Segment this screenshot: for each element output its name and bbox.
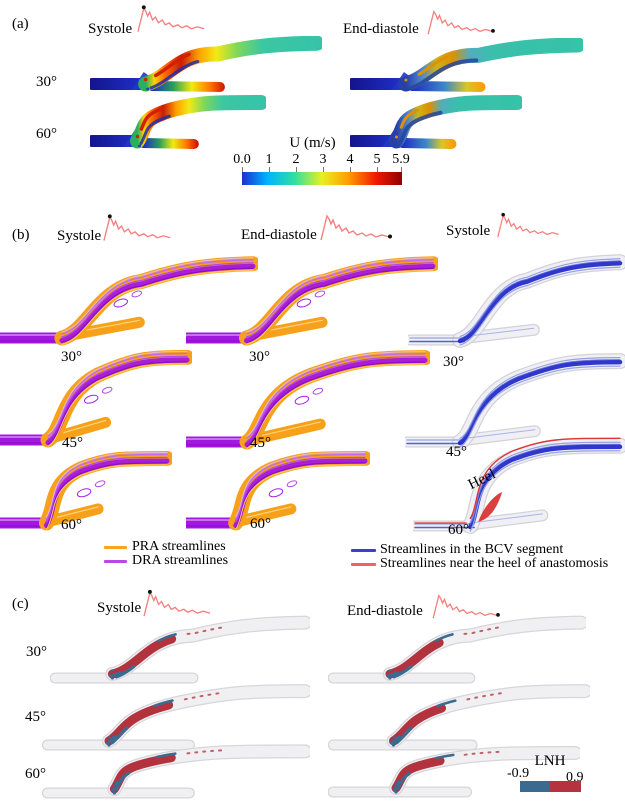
enddiastole-waveform-icon: [432, 594, 500, 619]
velocity-map-enddiastole-30: [350, 38, 583, 92]
bcv-streamlines-60: [413, 437, 625, 534]
panel-c-angle-label: 60°: [25, 766, 46, 782]
velocity-colorbar: [242, 172, 402, 185]
panel-b-header-enddiastole: End-diastole: [241, 227, 317, 243]
panel-b-header-systole-1: Systole: [57, 228, 102, 244]
lnh-colorbar: [520, 781, 581, 792]
velocity-map-systole-60: [90, 95, 266, 149]
lnh-map-systole-30: [50, 615, 310, 684]
colorbar-tick: 4: [346, 152, 354, 167]
panel-b-label: (b): [12, 227, 30, 243]
tick-mark: [323, 167, 324, 172]
colorbar-tick: 1: [265, 152, 273, 167]
streamlines-systole-60: [0, 450, 172, 531]
systole-waveform-icon: [103, 214, 171, 241]
colorbar-tick: 2: [292, 152, 300, 167]
legend-label-heel: Streamlines near the heel of anastomosis: [380, 556, 609, 571]
streamlines-enddiastole-60: [186, 450, 370, 531]
panel-b-angle-label: 60°: [250, 516, 271, 532]
lnh-map-enddiastole-45: [328, 684, 590, 751]
colorbar-tick: 5.9: [392, 152, 410, 167]
lnh-map-enddiastole-60: [328, 746, 580, 798]
bcv-streamlines-45: [405, 353, 625, 450]
lnh-map-systole-45: [42, 684, 310, 751]
panel-c-header-enddiastole: End-diastole: [347, 603, 423, 619]
panel-a-row-60: 60°: [36, 126, 57, 142]
legend-swatch-dra: [104, 560, 127, 563]
lnh-colorbar-negative: [520, 781, 550, 792]
panel-a-header-systole: Systole: [88, 21, 133, 37]
enddiastole-waveform-icon: [427, 10, 495, 35]
lnh-min-label: -0.9: [507, 766, 530, 781]
panel-b-angle-label: 60°: [448, 522, 469, 538]
velocity-colorbar-title: U (m/s): [289, 135, 336, 151]
bcv-streamlines-30: [408, 254, 625, 348]
lnh-map-systole-60: [42, 744, 310, 799]
panel-b-angle-label: 30°: [249, 349, 270, 365]
lnh-colorbar-title: LNH: [534, 753, 566, 769]
streamlines-enddiastole-45: [186, 350, 430, 450]
panel-b-header-systole-2: Systole: [446, 223, 491, 239]
streamlines-systole-30: [0, 256, 258, 346]
panel-b-angle-label: 45°: [250, 435, 271, 451]
legend-swatch-heel: [351, 563, 376, 566]
panel-c-header-systole: Systole: [97, 600, 142, 616]
panel-b-angle-label: 45°: [62, 435, 83, 451]
streamlines-enddiastole-30: [186, 256, 438, 346]
legend-label-pra: PRA streamlines: [132, 539, 226, 554]
velocity-map-enddiastole-60: [350, 95, 522, 149]
panel-c-label: (c): [12, 596, 29, 612]
tick-mark: [401, 167, 402, 172]
velocity-map-systole-30: [90, 36, 322, 92]
tick-mark: [269, 167, 270, 172]
tick-mark: [242, 167, 243, 172]
colorbar-tick: 3: [319, 152, 327, 167]
systole-waveform-icon: [143, 589, 211, 617]
panel-a-header-enddiastole: End-diastole: [343, 21, 419, 37]
colorbar-tick: 5: [373, 152, 381, 167]
panel-b-angle-label: 60°: [61, 517, 82, 533]
legend-swatch-pra: [104, 546, 127, 549]
panel-b-angle-label: 30°: [443, 354, 464, 370]
panel-a-label: (a): [12, 16, 29, 32]
legend-label-bcv: Streamlines in the BCV segment: [380, 542, 564, 557]
panel-c-angle-label: 45°: [25, 709, 46, 725]
streamlines-systole-45: [0, 349, 192, 448]
enddiastole-waveform-icon: [320, 214, 392, 241]
panel-b-angle-label: 45°: [446, 444, 467, 460]
systole-waveform-icon: [497, 212, 559, 238]
tick-mark: [296, 167, 297, 172]
tick-mark: [377, 167, 378, 172]
lnh-colorbar-positive: [550, 781, 581, 792]
panel-a-row-30: 30°: [36, 74, 57, 90]
systole-waveform-icon: [137, 5, 205, 32]
colorbar-tick: 0.0: [233, 152, 251, 167]
panel-c-angle-label: 30°: [26, 644, 47, 660]
legend-label-dra: DRA streamlines: [132, 553, 229, 568]
legend-swatch-bcv: [351, 549, 376, 552]
tick-mark: [350, 167, 351, 172]
lnh-map-enddiastole-30: [328, 615, 586, 684]
panel-b-angle-label: 30°: [61, 349, 82, 365]
